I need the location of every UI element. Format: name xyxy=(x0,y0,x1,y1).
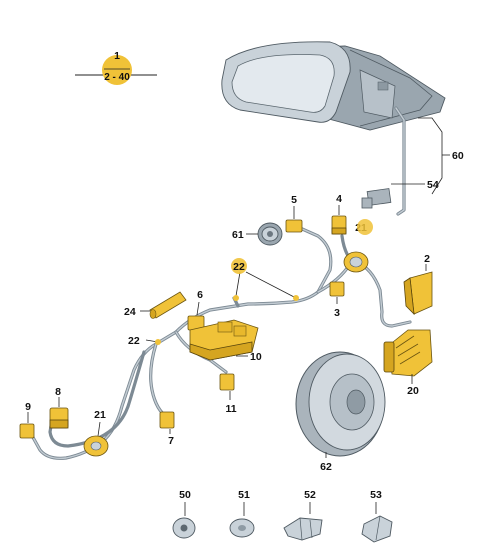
callout-24: 24 xyxy=(124,306,136,318)
page-range: 2 - 40 xyxy=(104,72,130,83)
callout-9: 9 xyxy=(25,401,31,413)
connector-9: 9 xyxy=(19,401,35,439)
callout-54: 54 xyxy=(427,179,439,191)
nut-50: 50 xyxy=(172,489,196,539)
callout-51: 51 xyxy=(238,489,250,501)
callout-11: 11 xyxy=(225,403,236,415)
connector-4: 4 xyxy=(331,193,347,235)
bracket-2: 2 xyxy=(403,253,433,316)
connector-block-10: 10 xyxy=(189,319,262,363)
foam-tube-24: 24 xyxy=(124,291,187,319)
callout-52: 52 xyxy=(304,489,316,501)
callout-22-upper: 22 xyxy=(233,261,245,273)
callout-50: 50 xyxy=(179,489,191,501)
callout-3: 3 xyxy=(334,307,340,319)
connector-11: 11 xyxy=(219,373,237,415)
callout-53: 53 xyxy=(370,489,382,501)
tweeter-61: 61 xyxy=(232,222,283,246)
callout-8: 8 xyxy=(55,386,61,398)
bracket-60: 60 54 xyxy=(391,117,464,195)
callout-7: 7 xyxy=(168,435,174,447)
callout-60: 60 xyxy=(452,150,464,162)
cable-tie-22: 22 22 xyxy=(128,258,299,347)
group-number: 1 xyxy=(114,50,120,62)
grommet-21-lower: 21 xyxy=(83,409,109,457)
washer-51: 51 xyxy=(229,489,255,538)
connector-5: 5 xyxy=(285,194,303,233)
speaker-62: 62 xyxy=(295,351,386,473)
connector-6: 6 xyxy=(187,289,205,331)
mirror-assembly xyxy=(221,41,446,216)
callout-62: 62 xyxy=(320,461,332,473)
connector-7: 7 xyxy=(159,411,175,447)
clip-53: 53 xyxy=(361,489,393,543)
callout-4: 4 xyxy=(336,193,342,205)
callout-2: 2 xyxy=(424,253,430,265)
grommet-21-upper: 21 xyxy=(343,219,373,273)
callout-22-lower: 22 xyxy=(128,335,140,347)
connector-8: 8 xyxy=(49,386,69,429)
clip-52: 52 xyxy=(283,489,323,541)
door-grommet-20: 20 xyxy=(383,329,433,397)
callout-20: 20 xyxy=(407,385,419,397)
callout-21-lower: 21 xyxy=(94,409,106,421)
callout-5: 5 xyxy=(291,194,297,206)
callout-61: 61 xyxy=(232,229,244,241)
connector-3: 3 xyxy=(329,281,345,319)
callout-10: 10 xyxy=(250,351,262,363)
group-badge: 1 2 - 40 xyxy=(75,50,157,85)
callout-6: 6 xyxy=(197,289,203,301)
